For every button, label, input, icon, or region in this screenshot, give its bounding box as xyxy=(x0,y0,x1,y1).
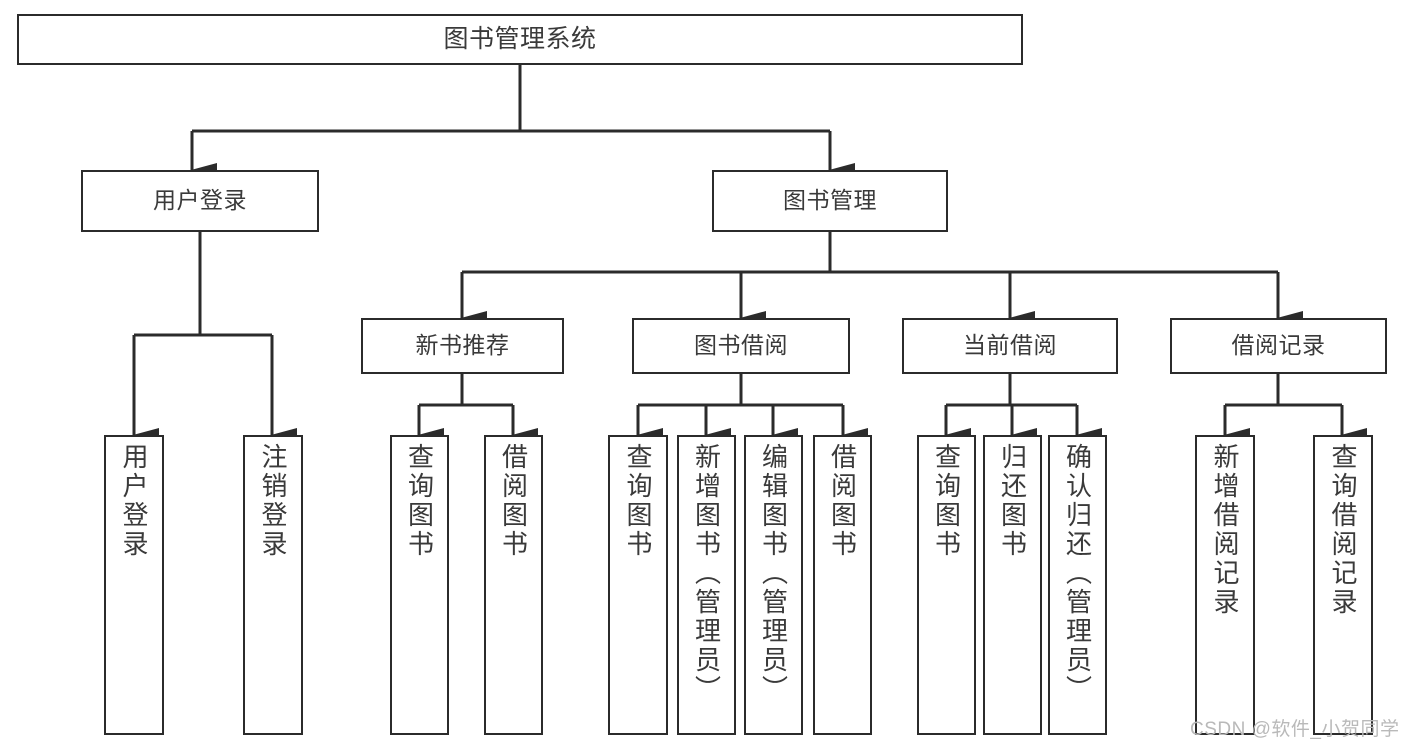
node-leaf-borrow-book-2[interactable]: 借阅图书 xyxy=(813,435,872,735)
node-book-borrow[interactable]: 图书借阅 xyxy=(632,318,850,374)
node-leaf-confirm-return[interactable]: 确认归还（管理员） xyxy=(1048,435,1107,735)
node-leaf-query-book-1[interactable]: 查询图书 xyxy=(390,435,449,735)
node-label: 确认归还（管理员） xyxy=(1062,443,1093,704)
node-borrow-record[interactable]: 借阅记录 xyxy=(1170,318,1387,374)
node-leaf-add-book[interactable]: 新增图书（管理员） xyxy=(677,435,736,735)
node-leaf-query-record[interactable]: 查询借阅记录 xyxy=(1313,435,1373,735)
node-label: 用户登录 xyxy=(119,443,149,559)
node-leaf-edit-book[interactable]: 编辑图书（管理员） xyxy=(744,435,803,735)
node-root-book-management-system[interactable]: 图书管理系统 xyxy=(17,14,1023,65)
node-user-login[interactable]: 用户登录 xyxy=(81,170,319,232)
node-label: 查询借阅记录 xyxy=(1328,443,1358,617)
node-label: 图书借阅 xyxy=(694,332,788,359)
node-label: 借阅图书 xyxy=(498,443,529,559)
node-leaf-borrow-book-1[interactable]: 借阅图书 xyxy=(484,435,543,735)
node-label: 编辑图书（管理员） xyxy=(758,443,789,704)
node-label: 新书推荐 xyxy=(415,332,510,359)
node-label: 借阅记录 xyxy=(1231,332,1326,359)
node-leaf-query-book-3[interactable]: 查询图书 xyxy=(917,435,976,735)
node-label: 借阅图书 xyxy=(827,443,858,559)
node-label: 查询图书 xyxy=(404,443,435,559)
node-new-book-recommend[interactable]: 新书推荐 xyxy=(361,318,564,374)
node-leaf-add-record[interactable]: 新增借阅记录 xyxy=(1195,435,1255,735)
node-label: 归还图书 xyxy=(997,443,1028,559)
node-label: 用户登录 xyxy=(153,187,247,214)
node-label: 查询图书 xyxy=(623,443,653,559)
node-leaf-user-login[interactable]: 用户登录 xyxy=(104,435,164,735)
node-label: 当前借阅 xyxy=(963,332,1057,359)
node-label: 新增借阅记录 xyxy=(1210,443,1240,617)
node-label: 图书管理系统 xyxy=(443,24,597,53)
node-label: 查询图书 xyxy=(931,443,962,559)
node-leaf-logout-login[interactable]: 注销登录 xyxy=(243,435,303,735)
node-book-management[interactable]: 图书管理 xyxy=(712,170,948,232)
node-label: 注销登录 xyxy=(258,443,288,559)
node-current-borrow[interactable]: 当前借阅 xyxy=(902,318,1118,374)
node-label: 新增图书（管理员） xyxy=(691,443,722,704)
node-leaf-query-book-2[interactable]: 查询图书 xyxy=(608,435,668,735)
node-leaf-return-book[interactable]: 归还图书 xyxy=(983,435,1042,735)
node-label: 图书管理 xyxy=(783,187,877,214)
